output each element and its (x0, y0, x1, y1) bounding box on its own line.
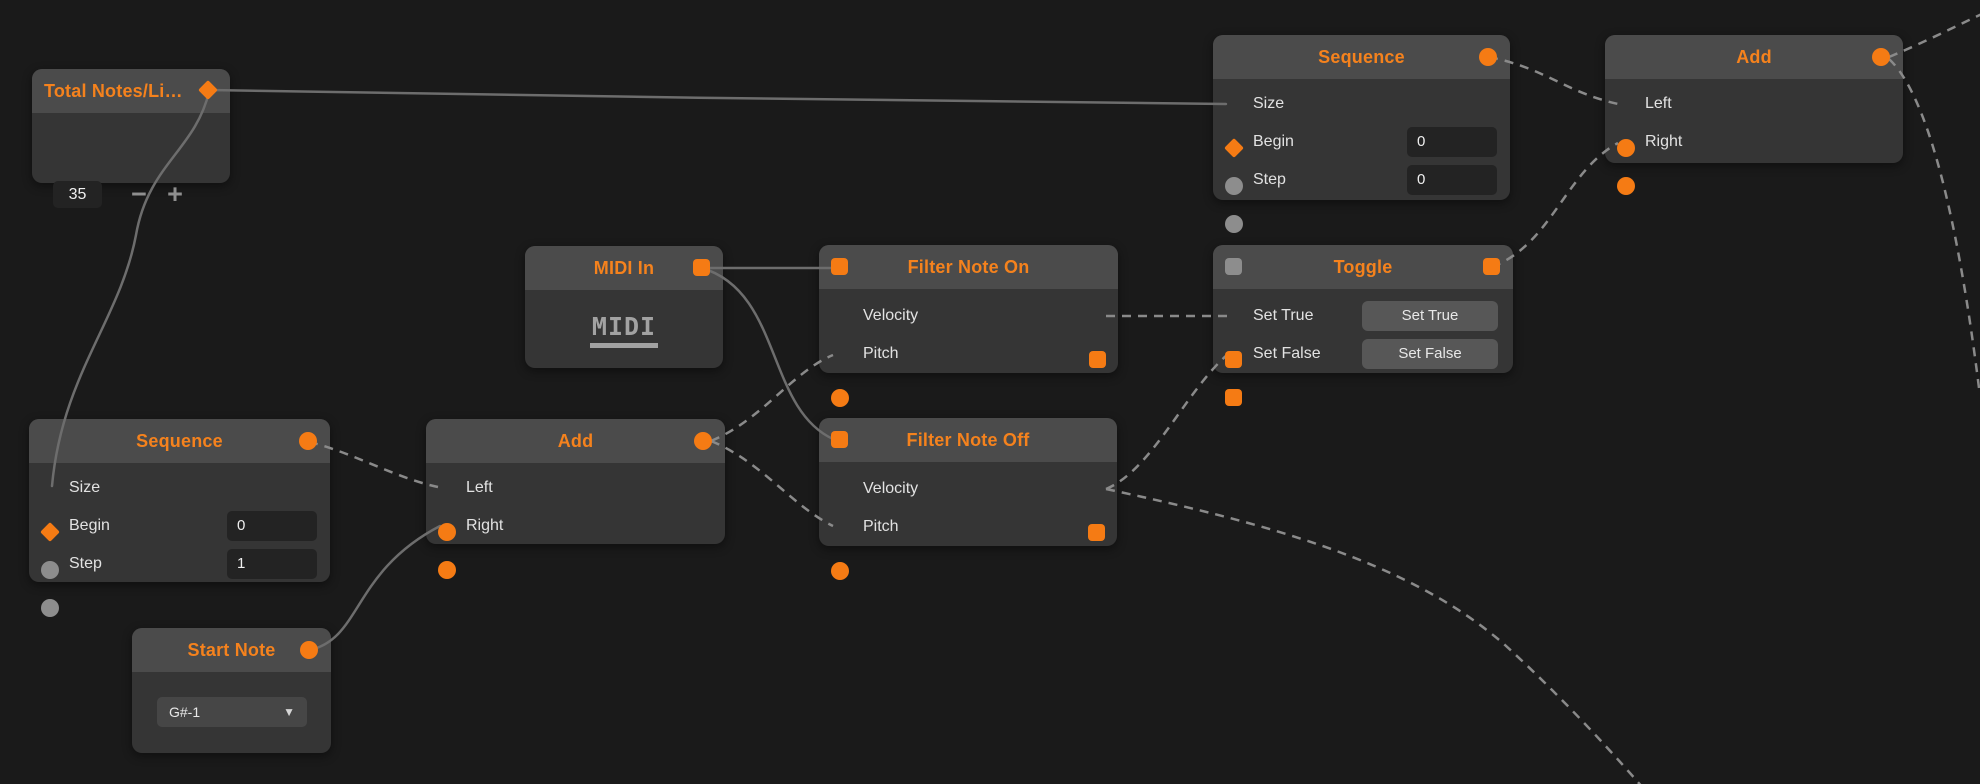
size-label: Size (69, 479, 101, 496)
left-input-port[interactable] (438, 523, 456, 541)
node-title: Toggle (1333, 256, 1393, 277)
wire-addtop-offscreen-top[interactable] (1888, 13, 1980, 59)
set-true-label: Set True (1253, 307, 1314, 324)
set-false-label: Set False (1253, 345, 1321, 362)
left-label: Left (466, 479, 493, 496)
node-add-mid-header[interactable]: Add (426, 419, 725, 463)
total-notes-value-field[interactable]: 35 (53, 181, 102, 208)
node-total-notes[interactable]: Total Notes/Li… 35 − + (32, 69, 230, 208)
step-label: Step (69, 555, 102, 572)
right-label: Right (1645, 133, 1683, 150)
left-label: Left (1645, 95, 1672, 112)
node-toggle[interactable]: Toggle Set True Set True Set False Set F… (1213, 245, 1513, 406)
note-select-value: G#-1 (169, 704, 201, 720)
wire-addmid-to-filternoteon-pitch[interactable] (710, 353, 834, 443)
node-total-notes-header[interactable]: Total Notes/Li… (32, 69, 230, 113)
set-false-button[interactable]: Set False (1362, 339, 1498, 369)
chevron-down-icon: ▼ (283, 705, 295, 719)
node-filter-note-off[interactable]: Filter Note Off Velocity Pitch (819, 418, 1117, 580)
velocity-label: Velocity (863, 480, 919, 497)
wire-filternoteoff-velocity-offscreen[interactable] (1105, 487, 1655, 784)
set-false-input-port[interactable] (1225, 389, 1242, 406)
output-port[interactable] (1479, 48, 1497, 66)
decrement-button[interactable]: − (131, 179, 147, 209)
midi-input-port[interactable] (831, 431, 848, 448)
increment-button[interactable]: + (167, 179, 183, 209)
midi-logo: MIDI (589, 314, 659, 348)
wire-filternoteoff-velocity-to-toggle-setfalse[interactable] (1105, 354, 1228, 491)
right-input-port[interactable] (438, 561, 456, 579)
node-title: Start Note (187, 639, 276, 660)
right-label: Right (466, 517, 504, 534)
output-port[interactable] (1483, 258, 1500, 275)
begin-label: Begin (69, 517, 110, 534)
wire-midiin-to-filternoteoff[interactable] (700, 266, 835, 441)
node-title: Sequence (136, 430, 223, 451)
begin-input-port[interactable] (41, 561, 59, 579)
wire-totalnotes-to-sequence-left-size[interactable] (50, 90, 211, 488)
node-toggle-header[interactable]: Toggle (1213, 245, 1513, 289)
begin-label: Begin (1253, 133, 1294, 150)
begin-input-port[interactable] (1225, 177, 1243, 195)
pitch-label: Pitch (863, 345, 899, 362)
node-title: Total Notes/Li… (44, 80, 183, 101)
toggle-input-port[interactable] (1225, 258, 1242, 275)
right-input-port[interactable] (1617, 177, 1635, 195)
output-port[interactable] (300, 641, 318, 659)
wire-startnote-to-addmid-right[interactable] (308, 524, 442, 652)
node-title: Filter Note On (907, 256, 1030, 277)
left-input-port[interactable] (1617, 139, 1635, 157)
pitch-label: Pitch (863, 518, 899, 535)
node-title: MIDI In (593, 257, 655, 278)
node-midi-in[interactable]: MIDI In MIDI (525, 246, 723, 368)
node-sequence-top-header[interactable]: Sequence (1213, 35, 1510, 79)
node-add-mid[interactable]: Add Left Right (426, 419, 725, 579)
node-sequence-left-header[interactable]: Sequence (29, 419, 330, 463)
wire-addtop-offscreen-right[interactable] (1888, 58, 1980, 389)
node-title: Add (557, 430, 594, 451)
output-port[interactable] (1872, 48, 1890, 66)
node-sequence-left[interactable]: Sequence Size Begin 0 Step 1 (29, 419, 330, 617)
output-port-diamond[interactable] (198, 80, 218, 100)
wire-sequencetop-to-addtop-left[interactable] (1488, 55, 1619, 106)
wire-addmid-to-filternoteoff-pitch[interactable] (710, 439, 834, 528)
output-port[interactable] (694, 432, 712, 450)
node-add-top[interactable]: Add Left Right (1605, 35, 1903, 195)
wire-toggle-to-addtop-right[interactable] (1491, 141, 1619, 269)
output-port[interactable] (693, 259, 710, 276)
velocity-output-port[interactable] (1089, 351, 1106, 368)
pitch-input-port[interactable] (831, 562, 849, 580)
note-select-dropdown[interactable]: G#-1 ▼ (157, 697, 307, 727)
node-filter-note-on-header[interactable]: Filter Note On (819, 245, 1118, 289)
set-true-button[interactable]: Set True (1362, 301, 1498, 331)
node-title: Filter Note Off (906, 429, 1030, 450)
output-port[interactable] (299, 432, 317, 450)
velocity-label: Velocity (863, 307, 919, 324)
step-label: Step (1253, 171, 1286, 188)
node-filter-note-off-header[interactable]: Filter Note Off (819, 418, 1117, 462)
begin-field[interactable]: 0 (227, 511, 317, 541)
node-title: Sequence (1318, 46, 1405, 67)
begin-field[interactable]: 0 (1407, 127, 1497, 157)
midi-input-port[interactable] (831, 258, 848, 275)
node-title: Add (1736, 46, 1772, 67)
node-add-top-header[interactable]: Add (1605, 35, 1903, 79)
node-sequence-top[interactable]: Sequence Size Begin 0 Step 0 (1213, 35, 1510, 233)
step-field[interactable]: 0 (1407, 165, 1497, 195)
pitch-input-port[interactable] (831, 389, 849, 407)
velocity-output-port[interactable] (1088, 524, 1105, 541)
node-midi-in-header[interactable]: MIDI In (525, 246, 723, 290)
step-input-port[interactable] (1225, 215, 1243, 233)
step-input-port[interactable] (41, 599, 59, 617)
size-label: Size (1253, 95, 1285, 112)
node-filter-note-on[interactable]: Filter Note On Velocity Pitch (819, 245, 1118, 407)
wire-sequenceleft-to-addmid-left[interactable] (308, 440, 439, 489)
node-start-note[interactable]: Start Note G#-1 ▼ (132, 628, 331, 753)
step-field[interactable]: 1 (227, 549, 317, 579)
node-start-note-header[interactable]: Start Note (132, 628, 331, 672)
wire-totalnotes-to-sequence-top-size[interactable] (207, 88, 1228, 106)
set-true-input-port[interactable] (1225, 351, 1242, 368)
